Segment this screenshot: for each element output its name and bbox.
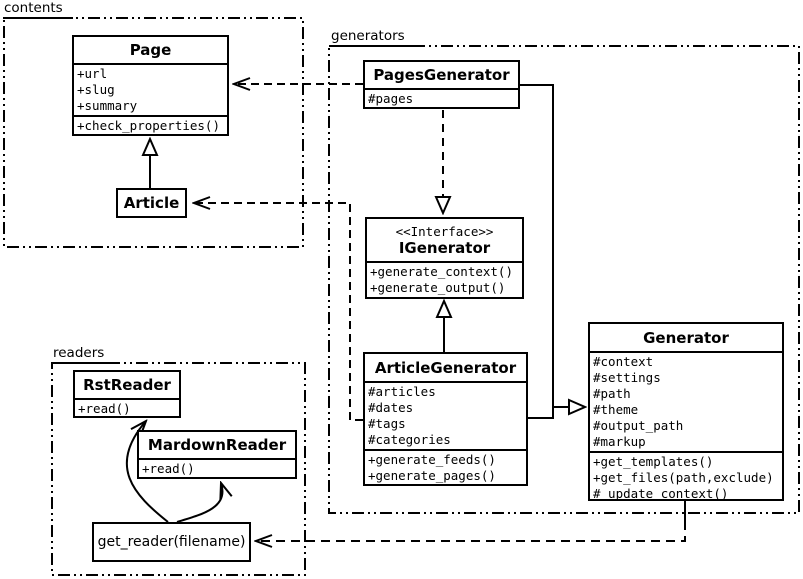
class-generator-title: Generator xyxy=(590,324,782,353)
class-pagesgenerator-title: PagesGenerator xyxy=(365,62,518,90)
attribute: #categories xyxy=(368,432,451,447)
attribute: #markup xyxy=(593,434,646,449)
function-box-get-reader: get_reader(filename) xyxy=(92,522,251,562)
attribute: +url xyxy=(77,66,108,81)
class-generator: Generator #context #settings #path #them… xyxy=(588,322,784,501)
package-frame-readers xyxy=(51,362,306,576)
class-page-attributes: +url +slug +summary xyxy=(74,65,227,117)
attribute: #articles xyxy=(368,384,436,399)
attribute: +slug xyxy=(77,82,115,97)
class-igenerator: <<Interface>> IGenerator +generate_conte… xyxy=(365,217,524,299)
class-page-methods: +check_properties() xyxy=(74,117,227,135)
class-generator-methods: +get_templates() +get_files(path,exclude… xyxy=(590,453,782,503)
method: +generate_feeds() xyxy=(368,452,496,467)
attribute: #theme xyxy=(593,402,639,417)
method: +get_files(path,exclude) xyxy=(593,470,774,485)
method: #_update_context() xyxy=(593,486,729,501)
attribute: #settings xyxy=(593,370,661,385)
class-mardownreader-methods: +read() xyxy=(139,460,295,478)
class-articlegenerator-attributes: #articles #dates #tags #categories xyxy=(365,383,526,451)
class-page-title: Page xyxy=(74,37,227,65)
attribute: #tags xyxy=(368,416,406,431)
package-label-generators: generators xyxy=(330,29,415,47)
package-frame-contents xyxy=(3,17,304,248)
method: +read() xyxy=(78,401,131,416)
attribute: #path xyxy=(593,386,631,401)
generalization-articlegenerator-to-generator xyxy=(527,407,554,419)
class-article: Article xyxy=(116,188,187,218)
class-mardownreader: MardownReader +read() xyxy=(137,430,297,479)
class-articlegenerator-title: ArticleGenerator xyxy=(365,354,526,383)
stereotype-label: <<Interface>> xyxy=(395,223,494,239)
attribute: #context xyxy=(593,354,654,369)
arrow-getreader-to-mardownreader xyxy=(176,483,223,523)
attribute: #output_path xyxy=(593,418,684,433)
class-pagesgenerator: PagesGenerator #pages xyxy=(363,60,520,109)
attribute: #dates xyxy=(368,400,414,415)
package-frame-generators xyxy=(328,45,800,514)
class-name: IGenerator xyxy=(398,238,491,257)
method: +get_templates() xyxy=(593,454,714,469)
method: +read() xyxy=(142,461,195,476)
package-label-contents: contents xyxy=(3,1,73,19)
generalization-pagesgenerator-to-generator xyxy=(519,84,554,407)
attribute: #pages xyxy=(368,91,414,106)
method: +generate_context() xyxy=(370,264,513,279)
class-igenerator-methods: +generate_context() +generate_output() xyxy=(367,263,522,297)
dependency-articlegenerator-to-article xyxy=(194,203,363,421)
method: +check_properties() xyxy=(77,118,220,133)
class-rstreader: RstReader +read() xyxy=(73,370,181,418)
class-rstreader-methods: +read() xyxy=(75,400,179,418)
class-igenerator-title: <<Interface>> IGenerator xyxy=(367,219,522,263)
dependency-generator-to-getreader xyxy=(256,521,686,541)
class-pagesgenerator-attributes: #pages xyxy=(365,90,518,108)
class-page: Page +url +slug +summary +check_properti… xyxy=(72,35,229,136)
class-generator-attributes: #context #settings #path #theme #output_… xyxy=(590,353,782,453)
method: +generate_pages() xyxy=(368,468,496,483)
class-articlegenerator-methods: +generate_feeds() +generate_pages() xyxy=(365,451,526,485)
arrow-getreader-to-rstreader xyxy=(125,421,169,523)
attribute: +summary xyxy=(77,98,138,113)
method: +generate_output() xyxy=(370,280,506,295)
package-label-readers: readers xyxy=(52,346,115,364)
class-article-title: Article xyxy=(123,194,180,212)
class-mardownreader-title: MardownReader xyxy=(139,432,295,460)
class-rstreader-title: RstReader xyxy=(75,372,179,400)
class-articlegenerator: ArticleGenerator #articles #dates #tags … xyxy=(363,352,528,486)
